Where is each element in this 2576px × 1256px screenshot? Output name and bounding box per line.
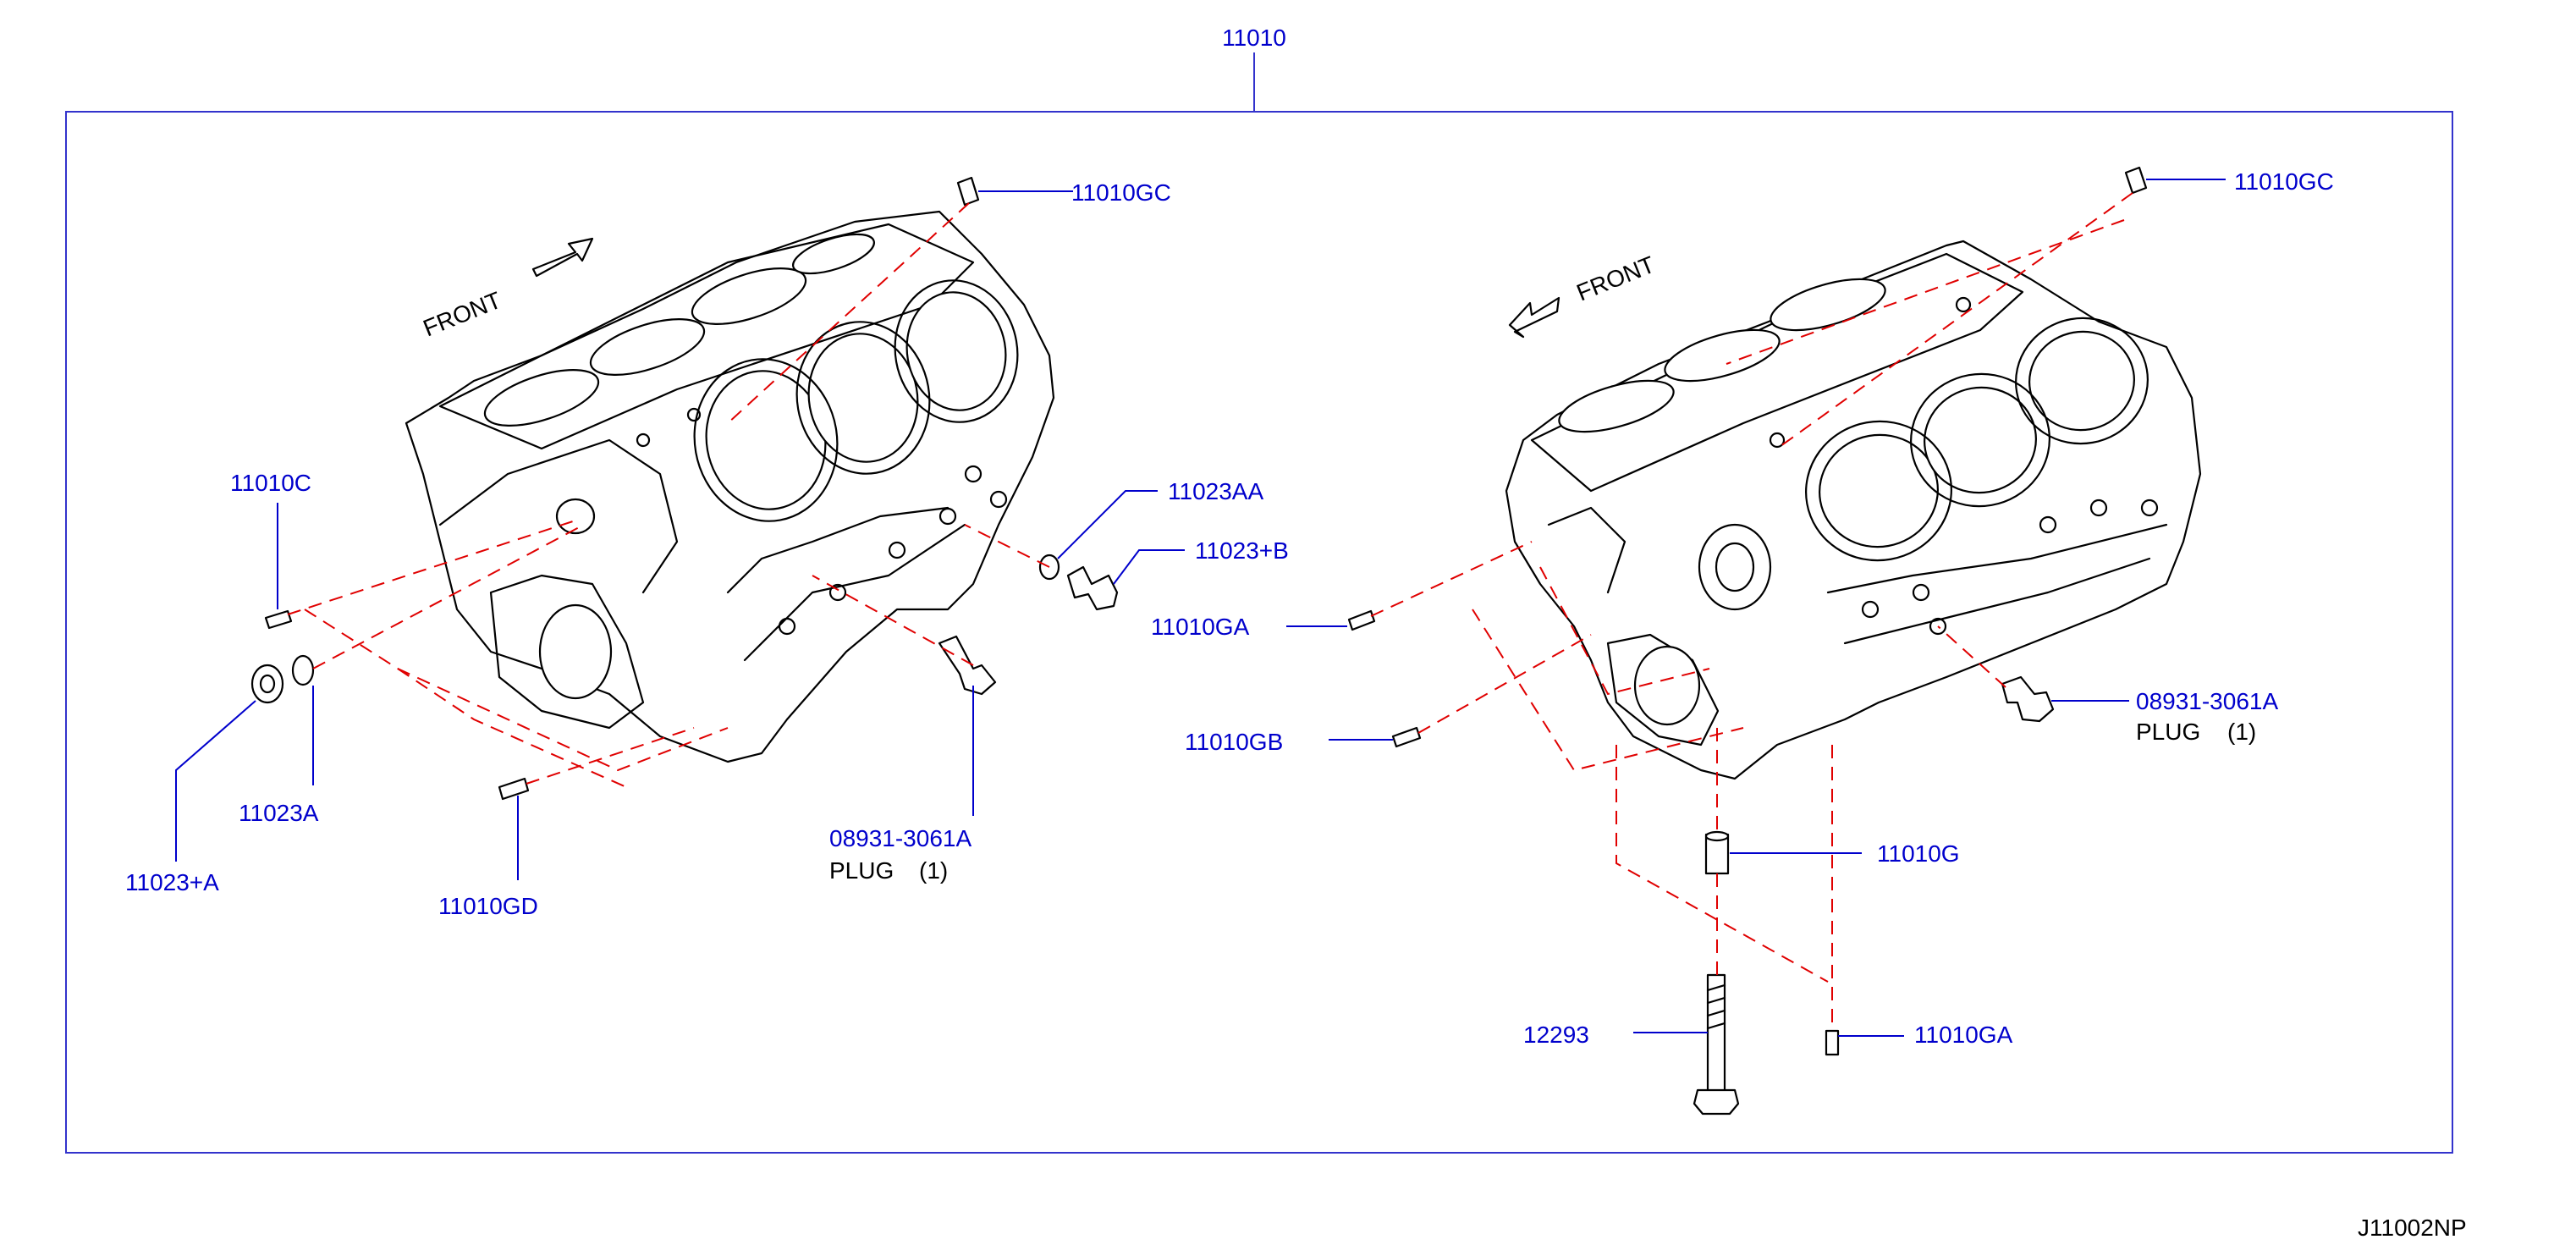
label-r-gc: 11010GC	[2234, 168, 2334, 195]
front-arrow-right: FRONT	[1508, 251, 1659, 339]
left-small-parts	[250, 176, 1119, 801]
left-engine-block	[405, 210, 1055, 763]
label-l-gd: 11010GD	[438, 893, 538, 919]
label-l-c: 11010C	[230, 470, 311, 496]
label-r-plug-qty: (1)	[2227, 719, 2256, 745]
label-l-a: 11023A	[239, 800, 319, 826]
label-r-ga1: 11010GA	[1151, 614, 1250, 640]
front-arrow-left: FRONT	[420, 237, 594, 342]
leader-l-pa	[175, 700, 256, 862]
leader-l-aa	[1057, 490, 1158, 559]
label-r-plug-text: PLUG	[2136, 719, 2200, 745]
label-r-gb: 11010GB	[1185, 729, 1283, 755]
label-r-plug-number: 08931-3061A	[2136, 688, 2278, 714]
label-l-aa: 11023AA	[1168, 478, 1263, 504]
right-dash-lines	[1370, 192, 2133, 1031]
right-small-parts	[1347, 166, 2148, 1116]
drawing-id: J11002NP	[2358, 1215, 2467, 1241]
assembly-frame	[65, 111, 2453, 1154]
assembly-number: 11010	[1222, 25, 1286, 51]
front-label-left: FRONT	[420, 287, 505, 342]
label-l-plug-text: PLUG	[829, 857, 894, 884]
label-l-plug-qty: (1)	[919, 857, 948, 884]
label-l-plug-number: 08931-3061A	[829, 825, 972, 851]
label-l-pa: 11023+A	[125, 869, 219, 895]
front-label-right: FRONT	[1573, 251, 1659, 306]
label-l-gc: 11010GC	[1071, 179, 1171, 206]
label-l-b: 11023+B	[1195, 537, 1289, 564]
label-r-g: 11010G	[1877, 840, 1960, 867]
label-r-ga2: 11010GA	[1914, 1022, 2013, 1048]
label-r-bolt: 12293	[1523, 1022, 1589, 1048]
right-engine-block	[1505, 240, 2202, 780]
leader-l-b	[1113, 549, 1185, 585]
left-dash-lines	[287, 202, 1050, 788]
